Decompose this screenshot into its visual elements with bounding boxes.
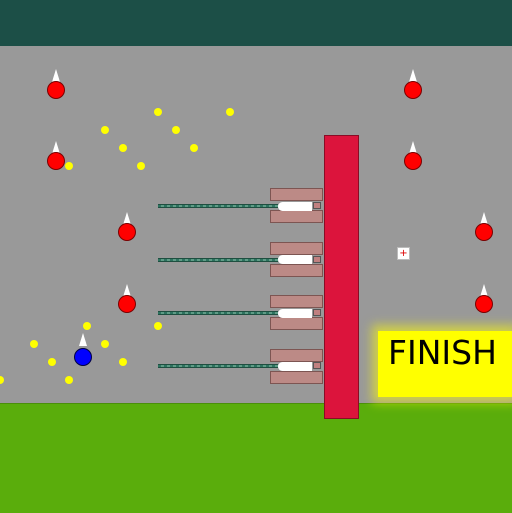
enemy-ball: [404, 152, 422, 170]
enemy-spike: [409, 69, 417, 82]
finish-label: FINISH: [388, 333, 497, 372]
coin: [119, 358, 127, 366]
coin: [30, 340, 38, 348]
coin: [190, 144, 198, 152]
trap-bracket: [270, 295, 323, 308]
trap-chain: [158, 258, 278, 262]
grass-ground: [0, 403, 512, 513]
enemy-ball: [475, 295, 493, 313]
trap-chain: [158, 364, 278, 368]
enemy-spike: [123, 212, 131, 225]
enemy-ball: [118, 295, 136, 313]
trap-hub: [313, 202, 321, 209]
trap-blade: [278, 362, 312, 371]
trap-bracket: [270, 242, 323, 255]
trap-chain: [158, 204, 278, 208]
coin: [226, 108, 234, 116]
trap-blade: [278, 309, 312, 318]
coin: [0, 376, 4, 384]
coin: [65, 376, 73, 384]
trap-bracket: [270, 188, 323, 201]
trap-blade: [278, 255, 312, 264]
trap-bracket: [270, 317, 323, 330]
trap-hub: [313, 362, 321, 369]
enemy-spike: [480, 284, 488, 297]
trap-hub: [313, 256, 321, 263]
player-spike: [79, 333, 87, 346]
coin: [65, 162, 73, 170]
coin: [172, 126, 180, 134]
trap-bracket: [270, 349, 323, 362]
trap-blade: [278, 202, 312, 211]
top-bar: [0, 0, 512, 46]
coin: [154, 322, 162, 330]
red-wall: [324, 135, 359, 419]
trap-bracket: [270, 210, 323, 223]
enemy-spike: [480, 212, 488, 225]
enemy-ball: [118, 223, 136, 241]
trap-chain: [158, 311, 278, 315]
enemy-ball: [47, 81, 65, 99]
coin: [119, 144, 127, 152]
enemy-ball: [404, 81, 422, 99]
health-symbol: +: [399, 248, 408, 259]
coin: [137, 162, 145, 170]
enemy-spike: [123, 284, 131, 297]
enemy-spike: [52, 141, 60, 154]
trap-hub: [313, 309, 321, 316]
enemy-spike: [409, 141, 417, 154]
enemy-ball: [475, 223, 493, 241]
coin: [83, 322, 91, 330]
coin: [101, 126, 109, 134]
enemy-spike: [52, 69, 60, 82]
trap-bracket: [270, 264, 323, 277]
health-plus-icon[interactable]: +: [397, 247, 410, 260]
coin: [154, 108, 162, 116]
enemy-ball: [47, 152, 65, 170]
finish-zone: FINISH: [378, 331, 512, 397]
coin: [48, 358, 56, 366]
trap-bracket: [270, 371, 323, 384]
player-ball[interactable]: [74, 348, 92, 366]
coin: [101, 340, 109, 348]
